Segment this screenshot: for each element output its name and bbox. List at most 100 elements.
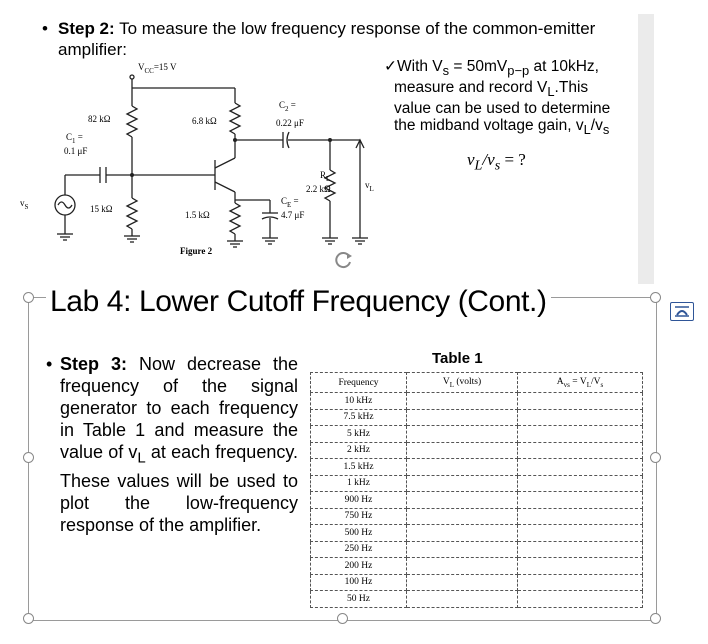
cell-vl[interactable] bbox=[406, 408, 518, 426]
step3-text: Step 3: Now decrease the frequency of th… bbox=[60, 353, 298, 536]
layout-options-icon bbox=[675, 306, 689, 317]
cell-frequency: 50 Hz bbox=[310, 590, 407, 608]
cell-avs[interactable] bbox=[517, 425, 643, 443]
text: = bbox=[75, 132, 83, 142]
circuit-schematic bbox=[54, 74, 368, 248]
table-header-row: Frequency VL (volts) Avs = VL/Vs bbox=[310, 372, 643, 393]
text: =15 V bbox=[153, 62, 177, 72]
subscript: p−p bbox=[507, 63, 530, 79]
resize-handle-bottom-right[interactable] bbox=[650, 613, 661, 624]
instruction-line-1: ✓With Vs = 50mVp−p at 10kHz, bbox=[384, 58, 634, 79]
cell-frequency: 10 kHz bbox=[310, 392, 407, 410]
cell-avs[interactable] bbox=[517, 590, 643, 608]
rc-label: 6.8 kΩ bbox=[192, 116, 217, 126]
text: = bbox=[288, 100, 296, 110]
subscript: 2 bbox=[285, 104, 289, 113]
cell-vl[interactable] bbox=[406, 524, 518, 542]
cell-frequency: 1.5 kHz bbox=[310, 458, 407, 476]
text: the midband voltage gain, v bbox=[394, 117, 584, 135]
text: at each frequency. These values will be … bbox=[60, 442, 299, 535]
cell-frequency: 250 Hz bbox=[310, 540, 407, 558]
cell-frequency: 750 Hz bbox=[310, 507, 407, 525]
text: V bbox=[138, 62, 145, 72]
instruction-line-3: value can be used to determine bbox=[384, 100, 634, 117]
subscript: L bbox=[583, 122, 591, 138]
cell-vl[interactable] bbox=[406, 392, 518, 410]
text: = bbox=[291, 196, 299, 206]
cell-vl[interactable] bbox=[406, 507, 518, 525]
cell-vl[interactable] bbox=[406, 573, 518, 591]
cell-vl[interactable] bbox=[406, 491, 518, 509]
c2-value: 0.22 μF bbox=[276, 118, 304, 128]
bullet: • bbox=[46, 354, 53, 374]
cell-avs[interactable] bbox=[517, 392, 643, 410]
text: (volts) bbox=[453, 376, 482, 387]
step3-label: Step 3: bbox=[60, 354, 127, 374]
table-row: 50 Hz bbox=[310, 590, 643, 608]
subscript: s bbox=[494, 157, 501, 174]
resize-handle-middle-left[interactable] bbox=[23, 452, 34, 463]
resize-handle-middle-right[interactable] bbox=[650, 452, 661, 463]
table-row: 1.5 kHz bbox=[310, 458, 643, 476]
scrollbar[interactable] bbox=[638, 14, 654, 284]
vcc-label: VCC=15 V bbox=[138, 62, 177, 75]
cell-vl[interactable] bbox=[406, 441, 518, 459]
cell-vl[interactable] bbox=[406, 557, 518, 575]
cell-avs[interactable] bbox=[517, 573, 643, 591]
subscript: vs bbox=[563, 380, 570, 389]
resize-handle-top-left[interactable] bbox=[23, 292, 34, 303]
table-row: 500 Hz bbox=[310, 524, 643, 542]
c1-value: 0.1 μF bbox=[64, 146, 88, 156]
subscript: E bbox=[287, 200, 292, 209]
resize-handle-bottom-center[interactable] bbox=[337, 613, 348, 624]
cell-avs[interactable] bbox=[517, 441, 643, 459]
cell-vl[interactable] bbox=[406, 540, 518, 558]
cell-avs[interactable] bbox=[517, 524, 643, 542]
cell-vl[interactable] bbox=[406, 474, 518, 492]
re-label: 1.5 kΩ bbox=[185, 210, 210, 220]
cell-vl[interactable] bbox=[406, 425, 518, 443]
cell-avs[interactable] bbox=[517, 507, 643, 525]
text: v bbox=[365, 180, 370, 190]
rl-value: 2.2 kΩ bbox=[306, 184, 331, 194]
subscript: S bbox=[24, 202, 29, 211]
subscript: L bbox=[137, 449, 146, 467]
layout-options-button[interactable] bbox=[670, 302, 694, 321]
cell-avs[interactable] bbox=[517, 474, 643, 492]
rotate-handle-icon[interactable] bbox=[334, 250, 354, 270]
table-row: 10 kHz bbox=[310, 392, 643, 410]
header-avs: Avs = VL/Vs bbox=[517, 372, 643, 393]
cell-frequency: 900 Hz bbox=[310, 491, 407, 509]
table-row: 200 Hz bbox=[310, 557, 643, 575]
text: value can be used to determine bbox=[394, 100, 611, 118]
cell-vl[interactable] bbox=[406, 590, 518, 608]
header-vl: VL (volts) bbox=[406, 372, 518, 393]
cell-avs[interactable] bbox=[517, 408, 643, 426]
step2-body: To measure the low frequency response of… bbox=[58, 19, 596, 59]
subscript: s bbox=[600, 380, 604, 389]
subscript: s bbox=[442, 63, 450, 79]
cell-frequency: 500 Hz bbox=[310, 524, 407, 542]
table-row: 100 Hz bbox=[310, 573, 643, 591]
table-row: 2 kHz bbox=[310, 441, 643, 459]
cell-avs[interactable] bbox=[517, 491, 643, 509]
cell-avs[interactable] bbox=[517, 458, 643, 476]
cell-avs[interactable] bbox=[517, 557, 643, 575]
slide-title: Lab 4: Lower Cutoff Frequency (Cont.) bbox=[46, 285, 551, 319]
subscript: L bbox=[369, 184, 374, 193]
cell-avs[interactable] bbox=[517, 540, 643, 558]
gain-ratio-question: vL/vs = ? bbox=[467, 150, 526, 174]
text: R bbox=[320, 170, 327, 180]
text: /v bbox=[482, 150, 495, 169]
text: v bbox=[20, 198, 25, 208]
resize-handle-bottom-left[interactable] bbox=[23, 613, 34, 624]
cell-vl[interactable] bbox=[406, 458, 518, 476]
table-row: 750 Hz bbox=[310, 507, 643, 525]
cell-frequency: 5 kHz bbox=[310, 425, 407, 443]
resize-handle-top-right[interactable] bbox=[650, 292, 661, 303]
r1-label: 82 kΩ bbox=[88, 114, 111, 124]
subscript: L bbox=[547, 84, 555, 100]
cell-frequency: 200 Hz bbox=[310, 557, 407, 575]
text: measure and record V bbox=[394, 79, 548, 97]
